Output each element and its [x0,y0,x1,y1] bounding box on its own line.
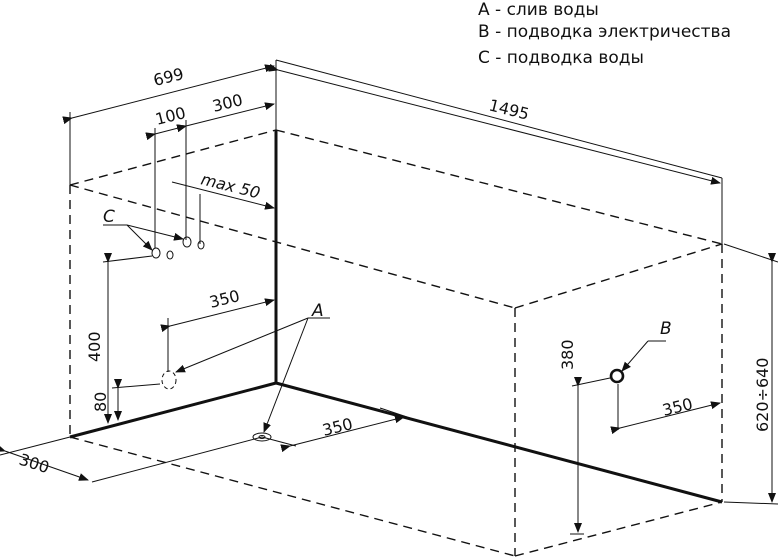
dim-400-label: 400 [85,331,104,362]
wall-drain [161,370,177,390]
dim-100-label: 100 [153,103,187,129]
dim-max-50-label: max 50 [199,169,262,202]
dim-300-top-label: 300 [210,90,244,116]
dim-80-label: 80 [91,392,110,412]
marker-b: B [660,319,672,339]
dim-350-floor-label: 350 [320,414,354,440]
legend-electric: B - подводка электричества [478,22,731,42]
marker-a: A [311,301,324,321]
dim-100-300: 100 300 [145,90,275,248]
dim-max-50: max 50 [171,169,275,244]
dim-350-left: 350 [160,286,275,372]
drain-marker-a: A [175,301,330,433]
electric-outlet: B [609,319,672,384]
dim-380-label: 380 [558,339,577,370]
dim-699-label: 699 [151,64,185,90]
legend-drain: A - слив воды [478,0,599,20]
dim-380: 380 [558,339,611,535]
marker-c: C [103,207,115,227]
dim-300-bottom: 300 [0,436,263,483]
dim-height-label: 620÷640 [753,358,772,432]
dim-350-right: 350 [610,384,721,435]
water-inlets: C [103,207,205,260]
floor-drain [252,432,272,442]
dim-1495-label: 1495 [487,95,531,123]
dim-350-left-label: 350 [207,286,241,312]
dim-1495: 1495 [268,63,723,244]
legend-water: C - подводка воды [478,48,644,68]
dim-height: 620÷640 [723,243,778,505]
dim-400-80: 400 80 [85,253,161,424]
dim-300-bottom-label: 300 [17,450,52,478]
bathtub-outline [69,129,723,557]
dim-350-right-label: 350 [660,394,694,420]
